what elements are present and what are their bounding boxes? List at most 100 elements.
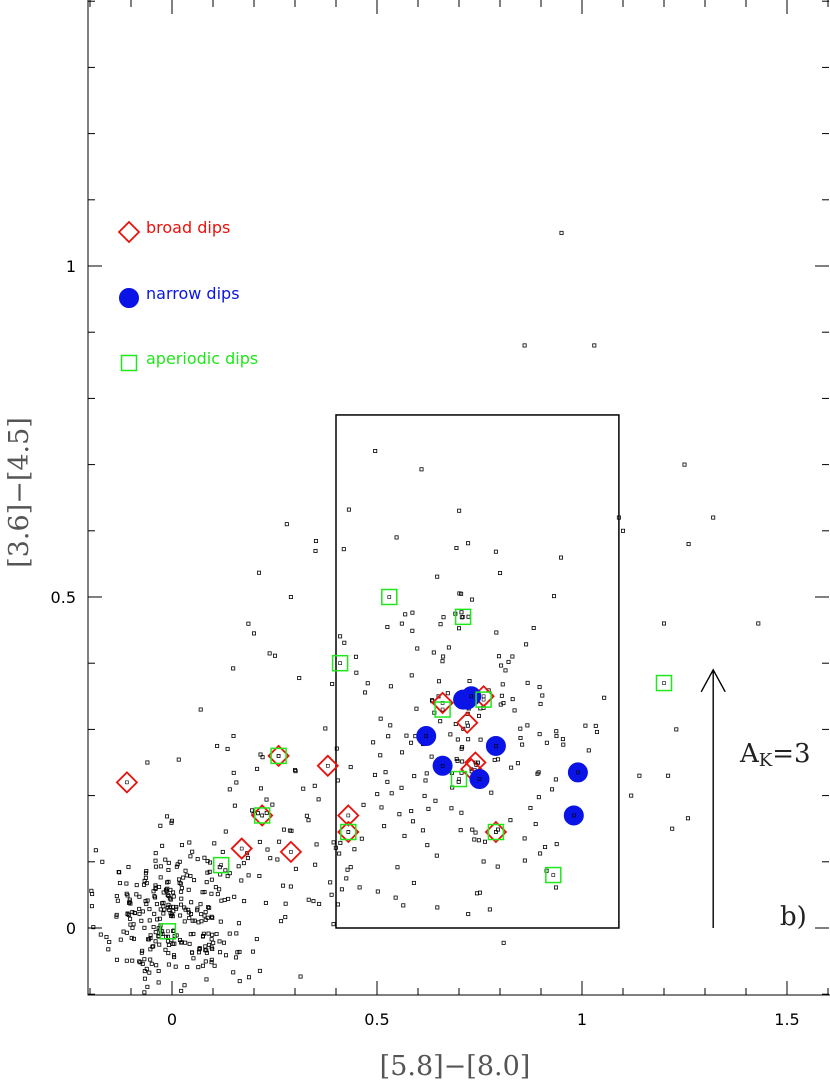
background-source xyxy=(203,917,208,922)
background-source xyxy=(520,742,525,747)
background-source xyxy=(118,937,123,942)
background-source xyxy=(196,920,201,925)
point-center xyxy=(662,681,666,685)
background-source xyxy=(100,859,105,864)
background-source xyxy=(117,881,122,886)
background-source xyxy=(148,933,153,938)
background-source xyxy=(457,508,462,513)
background-source xyxy=(166,951,171,956)
background-source xyxy=(226,896,231,901)
point-center xyxy=(166,929,170,934)
background-source xyxy=(281,827,286,832)
background-source xyxy=(217,887,222,892)
background-source xyxy=(518,726,523,731)
point-broad-dips xyxy=(250,804,274,827)
background-source xyxy=(554,842,559,847)
background-source xyxy=(316,797,321,802)
background-source xyxy=(711,515,716,520)
point-center xyxy=(461,615,465,619)
background-source xyxy=(124,891,129,896)
background-source xyxy=(473,830,478,835)
point-center xyxy=(465,720,470,725)
background-source xyxy=(218,919,223,924)
background-source xyxy=(188,932,193,937)
background-source xyxy=(183,868,188,873)
legend-label: broad dips xyxy=(146,218,230,237)
background-source xyxy=(202,855,207,860)
background-source xyxy=(393,895,398,900)
background-source xyxy=(147,970,152,975)
background-source xyxy=(163,857,168,862)
background-source xyxy=(313,548,318,553)
background-source xyxy=(223,953,228,958)
background-source xyxy=(153,895,158,900)
background-source xyxy=(204,880,209,885)
background-source xyxy=(165,814,170,819)
background-source xyxy=(363,690,368,695)
background-source xyxy=(419,467,424,472)
background-source xyxy=(257,968,262,973)
background-source xyxy=(375,889,380,894)
background-source xyxy=(536,795,541,800)
background-source xyxy=(148,935,153,940)
background-source xyxy=(454,545,459,550)
point-broad-dips xyxy=(484,820,508,844)
background-source xyxy=(455,758,460,763)
background-source xyxy=(161,890,166,895)
background-source xyxy=(147,918,152,923)
point-center xyxy=(551,873,556,877)
background-source xyxy=(202,890,207,895)
background-source xyxy=(264,810,269,815)
background-source xyxy=(515,761,520,766)
background-source xyxy=(218,950,223,955)
point-center xyxy=(494,830,498,834)
background-source xyxy=(129,935,134,940)
background-source xyxy=(423,778,428,783)
background-source xyxy=(435,905,440,910)
background-source xyxy=(478,737,483,742)
background-source xyxy=(441,654,446,659)
background-source xyxy=(420,828,425,833)
background-source xyxy=(246,621,251,626)
point-broad-dips xyxy=(267,744,290,768)
background-source xyxy=(255,766,260,771)
background-source xyxy=(234,931,239,936)
background-source xyxy=(178,913,183,918)
background-source xyxy=(383,770,388,775)
background-source xyxy=(145,760,150,765)
background-source xyxy=(139,918,144,923)
background-source xyxy=(153,858,158,863)
background-source xyxy=(487,907,492,912)
background-source xyxy=(195,857,200,862)
background-source xyxy=(153,930,158,935)
background-source xyxy=(503,668,508,673)
background-source xyxy=(361,802,366,807)
background-source xyxy=(434,853,439,858)
background-source xyxy=(410,610,415,615)
background-source xyxy=(149,961,154,966)
y-tick-label: 1 xyxy=(66,257,76,276)
background-source xyxy=(151,925,156,930)
background-source xyxy=(213,885,218,890)
background-source xyxy=(270,802,275,807)
background-source xyxy=(179,885,184,890)
background-source xyxy=(205,870,210,875)
background-source xyxy=(338,840,343,845)
background-source xyxy=(215,743,220,748)
background-source xyxy=(174,864,179,869)
point-broad-dips xyxy=(337,820,360,844)
series-broad-dips xyxy=(115,685,508,864)
background-source xyxy=(492,757,497,762)
background-source xyxy=(426,806,431,811)
background-source xyxy=(232,894,237,899)
point-center xyxy=(260,813,265,818)
background-source xyxy=(202,913,207,918)
point-center xyxy=(481,694,486,699)
extinction-arrow-head xyxy=(700,668,726,693)
point-center xyxy=(276,754,281,758)
point-aperiodic-dips xyxy=(475,691,492,708)
background-source xyxy=(446,645,451,650)
point-broad-dips xyxy=(279,840,303,864)
background-source xyxy=(184,873,189,878)
